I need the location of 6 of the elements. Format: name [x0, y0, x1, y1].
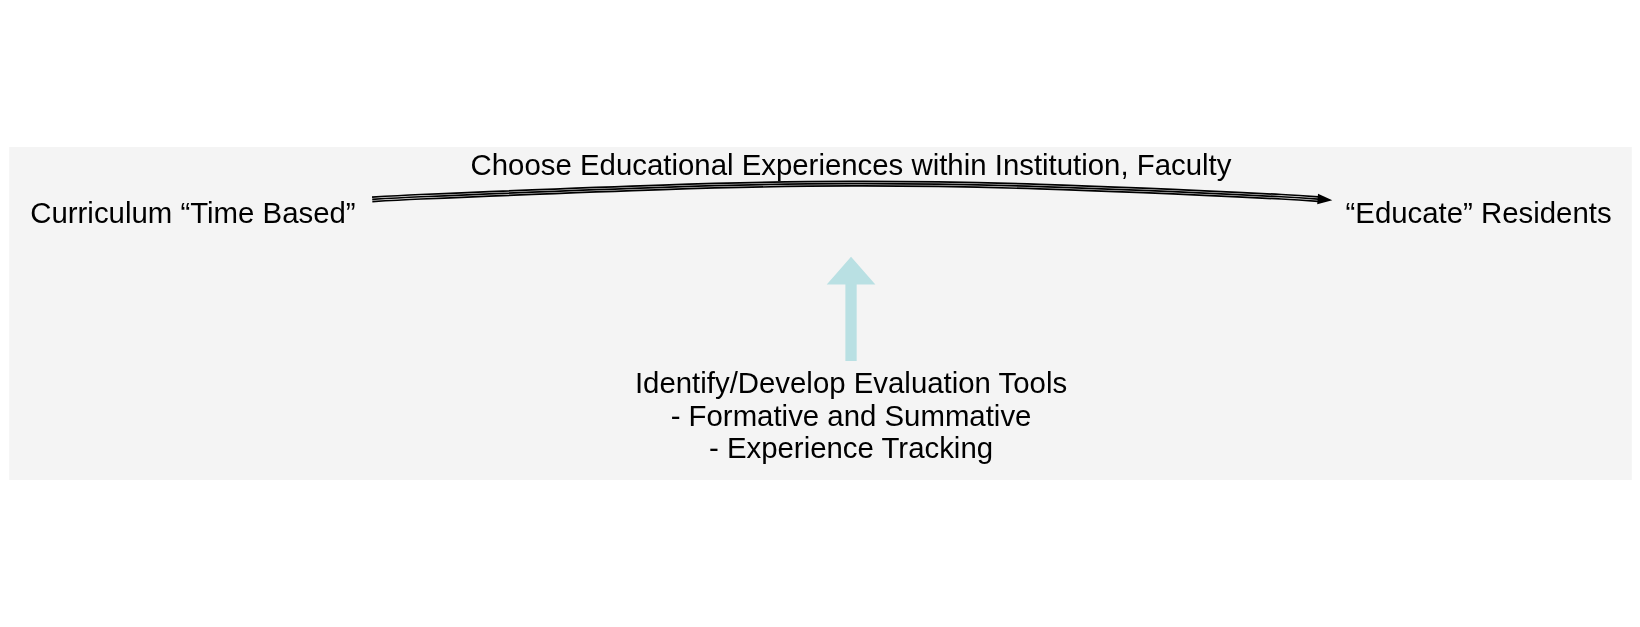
arrow: [370, 180, 1332, 205]
node-text: Identify/Develop Evaluation Tools - Formative and Summative - Experience Tracking: [634, 365, 1067, 465]
node-text: “Educate” Residents: [1345, 196, 1612, 230]
arrow: [826, 256, 875, 361]
edge-label: Choose Educational Experiences within Institution, Faculty: [470, 148, 1231, 182]
node-text: Curriculum “Time Based”: [29, 196, 356, 230]
